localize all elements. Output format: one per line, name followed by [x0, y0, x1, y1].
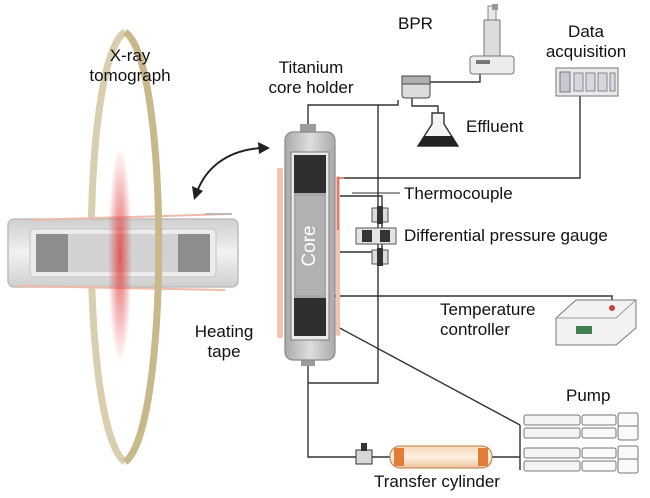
thermocouple-label: Thermocouple	[404, 184, 513, 203]
titanium-core-holder	[277, 124, 340, 366]
pump-syringe	[523, 425, 639, 441]
effluent-label: Effluent	[466, 117, 524, 136]
heating-tape-line1: Heating	[194, 322, 254, 341]
heating-tape-label: Heating tape	[195, 322, 254, 362]
data-acquisition-unit	[555, 67, 619, 97]
transfer-cylinder-label: Transfer cylinder	[374, 472, 500, 491]
differential-pressure-gauge-assembly	[355, 206, 397, 266]
pump-syringes	[523, 412, 639, 474]
xray-tomograph-line2: tomograph	[89, 66, 171, 85]
differential-pressure-gauge-label: Differential pressure gauge	[404, 226, 608, 245]
heating-tape-line2: tape	[207, 342, 241, 361]
xray-tomograph-line1: X-ray	[109, 46, 151, 65]
data-acquisition-label: Data acquisition	[546, 22, 626, 62]
xray-tomograph	[7, 29, 239, 465]
thermocouple-probe	[337, 177, 400, 230]
tomograph-ring-front	[122, 29, 163, 465]
pump-label: Pump	[566, 386, 611, 405]
bpr-label: BPR	[398, 14, 433, 33]
flow-lines	[307, 68, 613, 470]
pump-syringe	[523, 458, 639, 474]
data-acquisition-line1: Data	[568, 22, 604, 41]
pump-syringe	[523, 445, 639, 461]
effluent-flask-icon	[416, 112, 460, 147]
titanium-core-holder-label: Titanium core holder	[268, 58, 353, 98]
core-label: Core	[299, 225, 320, 266]
pump-syringe	[523, 412, 639, 428]
xray-tomograph-label: X-ray tomograph	[89, 46, 170, 86]
titanium-core-holder-line2: core holder	[268, 78, 354, 97]
rotation-arrow	[192, 142, 270, 200]
temperature-controller-unit	[555, 299, 637, 346]
transfer-cylinder-assembly	[355, 443, 493, 469]
bpr-valve	[401, 75, 431, 99]
titanium-core-holder-line1: Titanium	[278, 58, 344, 77]
xray-beam	[108, 145, 132, 365]
temperature-controller-line2: controller	[440, 320, 510, 339]
heating-tape	[277, 168, 283, 338]
temperature-controller-line1: Temperature	[440, 300, 536, 319]
temperature-controller-label: Temperature controller	[440, 300, 535, 340]
bpr-device	[469, 4, 515, 75]
data-acquisition-line2: acquisition	[545, 42, 627, 61]
